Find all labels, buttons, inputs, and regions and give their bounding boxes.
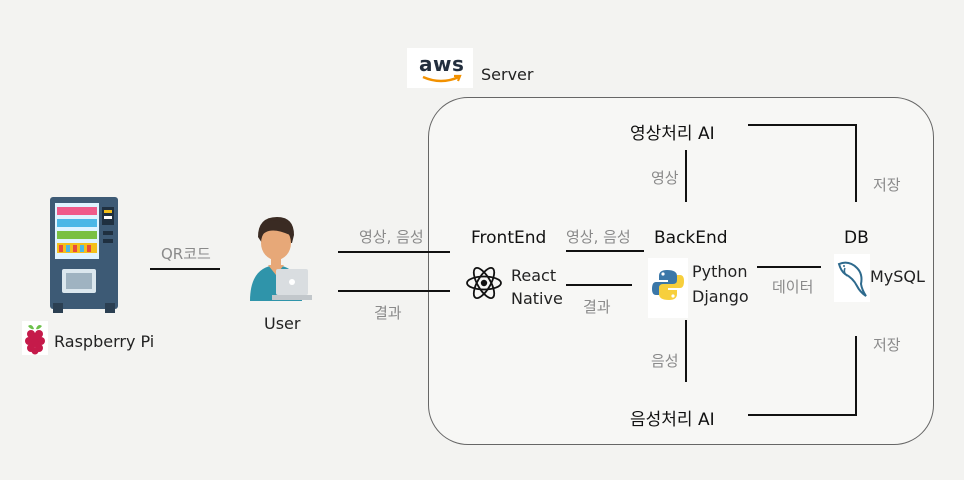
dolphin-icon xyxy=(837,261,867,297)
frontend-tech-line1: React xyxy=(511,266,557,285)
backend-to-db-label: 데이터 xyxy=(772,278,814,296)
video-ai-to-db-line-h xyxy=(748,124,857,126)
react-icon xyxy=(466,267,502,299)
python-logo xyxy=(648,258,688,318)
audio-ai-to-db-label: 저장 xyxy=(873,336,901,354)
frontend-to-backend-label: 영상, 음성 xyxy=(566,228,631,246)
backend-to-audio-ai-label: 음성 xyxy=(651,352,679,370)
video-ai-title: 영상처리 AI xyxy=(630,124,715,144)
frontend-tech-line2: Native xyxy=(511,289,563,308)
aws-logo: aws xyxy=(407,48,473,88)
raspberry-icon xyxy=(25,325,45,355)
backend-to-frontend-line xyxy=(566,284,632,286)
backend-title: BackEnd xyxy=(654,228,728,248)
frontend-title: FrontEnd xyxy=(471,228,547,248)
db-title: DB xyxy=(844,228,869,248)
backend-to-db-line xyxy=(757,266,821,268)
user-to-frontend-label: 영상, 음성 xyxy=(359,228,424,246)
user-label: User xyxy=(264,314,301,333)
audio-ai-to-db-line-h xyxy=(748,414,857,416)
backend-to-audio-ai-line xyxy=(685,320,687,382)
backend-to-video-ai-label: 영상 xyxy=(651,169,679,187)
vending-machine-icon xyxy=(50,197,118,313)
mysql-logo xyxy=(834,254,870,302)
audio-ai-to-db-line-v xyxy=(855,336,857,416)
raspberry-pi-logo xyxy=(22,321,48,355)
backend-to-frontend-label: 결과 xyxy=(583,298,611,316)
raspberry-pi-label: Raspberry Pi xyxy=(54,332,155,351)
user-to-frontend-line xyxy=(338,251,450,253)
python-icon xyxy=(652,270,684,300)
video-ai-to-db-label: 저장 xyxy=(873,176,901,194)
backend-tech-line2: Django xyxy=(692,287,749,306)
db-tech: MySQL xyxy=(870,267,925,286)
audio-ai-title: 음성처리 AI xyxy=(630,410,715,430)
qr-edge-line xyxy=(150,268,220,270)
aws-logo-text: aws xyxy=(419,52,465,76)
backend-tech-line1: Python xyxy=(692,262,748,281)
qr-edge-label: QR코드 xyxy=(161,245,211,263)
frontend-to-backend-line xyxy=(566,250,644,252)
video-ai-to-db-line-v xyxy=(855,124,857,202)
server-label: Server xyxy=(481,65,534,84)
frontend-to-user-label: 결과 xyxy=(374,304,402,322)
user-avatar-icon xyxy=(250,217,312,301)
backend-to-video-ai-line xyxy=(685,150,687,202)
aws-smile-icon xyxy=(422,74,462,83)
frontend-to-user-line xyxy=(338,290,450,292)
